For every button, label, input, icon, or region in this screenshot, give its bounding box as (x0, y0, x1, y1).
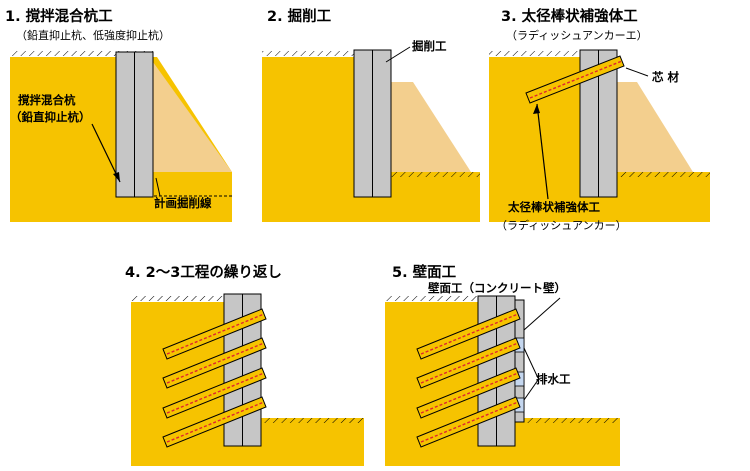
step-1-pile-label-2: （鉛直抑止杭） (10, 110, 91, 124)
step-3-anchor-label-2: （ラディッシュアンカー） (496, 218, 627, 232)
step-1-ground-hatch (10, 51, 153, 56)
step-5-panel: 5. 壁面工 壁面工（コンクリート壁） 排 (385, 263, 620, 466)
step-3-anchor-label-1: 太径棒状補強体工 (507, 200, 600, 214)
step-3-subtitle: （ラディッシュアンカーエ） (506, 28, 648, 42)
step-4-anchor-4 (162, 396, 267, 448)
step-5-wall-label: 壁面工（コンクリート壁） (428, 281, 566, 295)
step-3-panel: 3. 太径棒状補強体工 （ラディッシュアンカーエ） 芯 材 太径棒状補強体工 （… (489, 7, 710, 232)
step-2-pile (353, 49, 392, 198)
step-3-excavation-area (617, 82, 693, 172)
step-5-concrete-wall (514, 299, 525, 423)
step-1-panel: 1. 撹拌混合杭工 （鉛直抑止杭、低強度抑止杭） 撹拌混合杭 （鉛直抑止杭） 計… (5, 7, 232, 222)
step-1-slope (153, 62, 232, 172)
step-5-anchor-2 (416, 337, 521, 389)
step-3-title: 3. 太径棒状補強体工 (501, 7, 638, 25)
step-2-ground-hatch (262, 51, 355, 56)
step-2-soil (262, 57, 480, 222)
step-3-anchor-arrowhead (533, 104, 540, 114)
step-4-anchor-3 (162, 367, 267, 419)
step-3-ground-hatch (489, 51, 580, 56)
step-5-drain-leader-2 (523, 379, 539, 401)
step-2-title: 2. 掘削工 (267, 7, 332, 25)
step-2-excavation-label: 掘削工 (412, 39, 447, 53)
step-4-anchor-1 (162, 308, 267, 360)
step-5-ground-hatch (385, 296, 478, 301)
step-1-title: 1. 撹拌混合杭工 (5, 7, 113, 25)
step-5-drain-label: 排水工 (536, 372, 571, 386)
step-3-base-hatch (617, 172, 710, 177)
step-1-pile-arrowhead (113, 172, 120, 182)
step-5-wall-leader (523, 297, 561, 331)
step-3-anchor (525, 55, 625, 104)
step-1-excavation-label: 計画掘削線 (154, 196, 212, 210)
step-5-base-hatch (524, 418, 620, 423)
step-5-anchor-1 (416, 308, 521, 360)
step-3-core-leader (625, 67, 649, 77)
step-1-pile-label-1: 撹拌混合杭 (18, 93, 76, 107)
step-1-excavation-leader (155, 177, 161, 197)
step-3-core-label: 芯 材 (652, 70, 680, 84)
step-4-panel: 4. 2～3工程の繰り返し (125, 263, 364, 466)
step-4-ground-hatch (131, 296, 224, 301)
step-2-panel: 2. 掘削工 掘削工 (262, 7, 480, 222)
step-4-title: 4. 2～3工程の繰り返し (125, 263, 282, 281)
step-5-anchor-3 (416, 367, 521, 419)
step-4-anchor-2 (162, 337, 267, 389)
step-2-excavation-area (391, 82, 471, 172)
step-5-title: 5. 壁面工 (392, 263, 457, 281)
step-1-pile-leader (91, 123, 121, 183)
step-5-anchor-4 (416, 396, 521, 448)
step-2-base-hatch (391, 172, 480, 177)
step-2-excavation-leader (385, 46, 411, 63)
step-3-soil (489, 57, 710, 222)
step-3-anchor-leader (536, 103, 549, 200)
step-4-base-hatch (261, 418, 364, 423)
step-1-subtitle: （鉛直抑止杭、低強度抑止杭） (16, 28, 170, 42)
step-5-drain-leader-1 (523, 347, 539, 379)
step-1-pile (115, 51, 154, 198)
